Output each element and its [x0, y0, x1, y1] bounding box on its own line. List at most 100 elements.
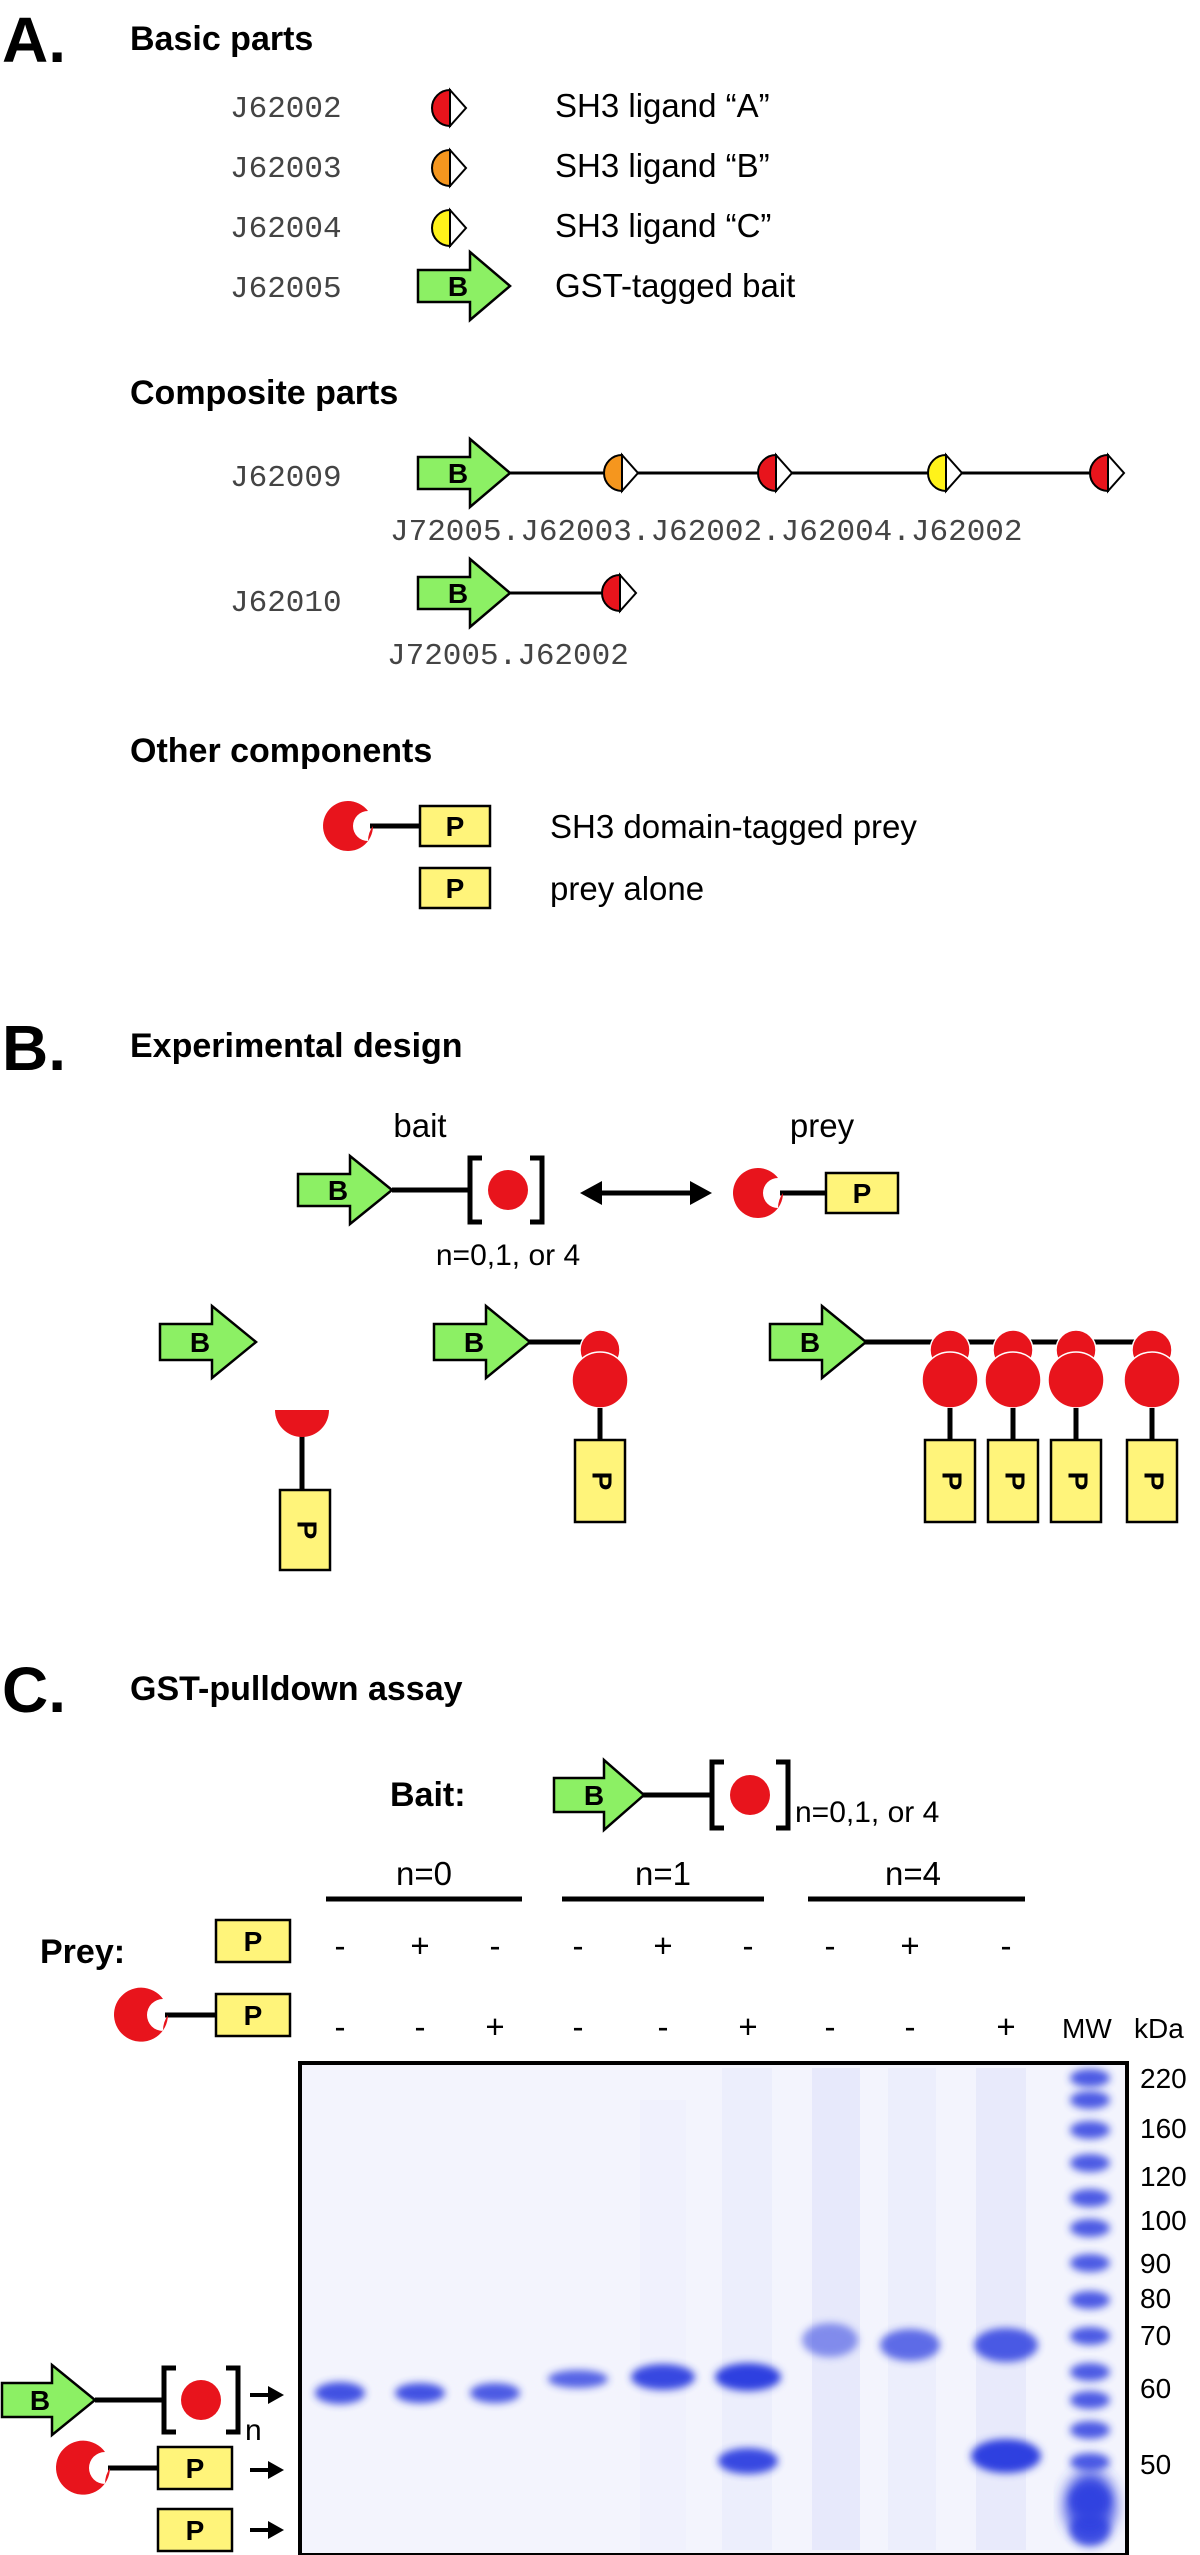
- ladder-band: [1070, 2121, 1110, 2139]
- mw-marker-label: 60: [1140, 2373, 1171, 2404]
- mw-marker-label: 220: [1140, 2063, 1187, 2094]
- panel-b-label: B.: [2, 1012, 66, 1084]
- gel-band: [548, 2370, 608, 2388]
- panel-a-label: A.: [2, 4, 66, 76]
- part-name-j62004: SH3 ligand “C”: [555, 207, 771, 244]
- prey-alone-icon: P: [418, 866, 492, 910]
- gel-band: [802, 2323, 858, 2357]
- part-id-j62009: J62009: [230, 461, 342, 496]
- lane-sign: -: [415, 2008, 426, 2045]
- group-n4-label: n=4: [885, 1855, 941, 1892]
- svg-text:P: P: [186, 2453, 205, 2484]
- double-arrow-icon: [580, 1181, 712, 1205]
- composite-parts-title: Composite parts: [130, 374, 398, 412]
- other-components-title: Other components: [130, 732, 432, 770]
- bait-heading: Bait:: [390, 1776, 466, 1814]
- svg-text:P: P: [244, 1926, 263, 1957]
- scenario-n1: B P: [432, 1303, 629, 1524]
- part-name-j62002: SH3 ligand “A”: [555, 87, 770, 124]
- svg-text:B: B: [464, 1327, 484, 1358]
- lane-sign: -: [1001, 1927, 1012, 1964]
- part-id-j62002: J62002: [230, 92, 342, 127]
- ladder-band: [1070, 2453, 1110, 2471]
- part-name-j62005: GST-tagged bait: [555, 267, 795, 304]
- mw-marker-label: 70: [1140, 2320, 1171, 2351]
- svg-text:B: B: [190, 1327, 210, 1358]
- lane-sign: -: [335, 2008, 346, 2045]
- ladder-band: [1070, 2091, 1110, 2109]
- ladder-band: [1070, 2219, 1110, 2237]
- prey-alone-row-icon: P: [214, 1918, 292, 1964]
- svg-text:n: n: [245, 2414, 262, 2447]
- lane-sign: -: [573, 2008, 584, 2045]
- ladder-band: [1064, 2471, 1116, 2539]
- gel-band: [880, 2329, 940, 2361]
- gst-bait-icon: B: [416, 249, 512, 323]
- j62009-sequence: J72005.J62003.J62002.J62004.J62002: [390, 515, 1023, 550]
- mw-marker-label: 100: [1140, 2205, 1187, 2236]
- ladder-band: [1070, 2069, 1110, 2087]
- svg-text:P: P: [446, 811, 465, 842]
- gel-band: [315, 2382, 365, 2404]
- svg-text:B: B: [448, 271, 468, 302]
- lane-sign: -: [825, 2008, 836, 2045]
- part-id-j62005: J62005: [230, 272, 342, 307]
- lane-sign: -: [905, 2008, 916, 2045]
- svg-text:P: P: [244, 2000, 263, 2031]
- bait-band-arrow: [250, 2386, 284, 2404]
- gel-band: [971, 2439, 1041, 2473]
- j62010-construct: B: [416, 556, 638, 630]
- mw-marker-label: 80: [1140, 2283, 1171, 2314]
- mw-marker-label: 160: [1140, 2113, 1187, 2144]
- ladder-band: [1070, 2363, 1110, 2381]
- svg-text:P: P: [587, 1472, 618, 1491]
- prey-heading: Prey:: [40, 1933, 125, 1971]
- ladder-band: [1070, 2254, 1110, 2272]
- bait-construct-icon: B: [552, 1757, 791, 1833]
- lane-sign: -: [658, 2008, 669, 2045]
- ladder-band: [1070, 2189, 1110, 2207]
- mw-marker-label: 120: [1140, 2161, 1187, 2192]
- other-prey-alone-label: prey alone: [550, 870, 704, 907]
- ladder-band: [1070, 2327, 1110, 2345]
- svg-text:P: P: [1063, 1472, 1094, 1491]
- ligand-a-icon: [431, 87, 468, 129]
- ladder-band: [1070, 2391, 1110, 2409]
- other-sh3-prey-label: SH3 domain-tagged prey: [550, 808, 917, 845]
- experimental-design-title: Experimental design: [130, 1027, 463, 1065]
- lane-sign: +: [653, 1927, 672, 1964]
- ladder-band: [1070, 2291, 1110, 2309]
- lane-sign: -: [573, 1927, 584, 1964]
- gel-band: [974, 2328, 1038, 2362]
- svg-text:P: P: [292, 1521, 323, 1540]
- bait-label: bait: [393, 1107, 446, 1144]
- mw-label: MW: [1062, 2013, 1112, 2044]
- gel-band: [715, 2363, 781, 2391]
- part-id-j62004: J62004: [230, 212, 342, 247]
- bait-n-label: n=0,1, or 4: [436, 1239, 580, 1272]
- group-n1-label: n=1: [635, 1855, 691, 1892]
- sh3-prey-icon: P: [322, 800, 492, 851]
- mw-marker-label: 90: [1140, 2248, 1171, 2279]
- lane-sign: +: [738, 2008, 757, 2045]
- svg-text:B: B: [448, 458, 468, 489]
- svg-text:B: B: [800, 1327, 820, 1358]
- j62010-sequence: J72005.J62002: [387, 639, 629, 674]
- svg-text:B: B: [30, 2385, 50, 2416]
- mw-ladder: [1064, 2069, 1116, 2546]
- ligand-b-icon: [431, 147, 468, 189]
- lane-sign: -: [825, 1927, 836, 1964]
- panel-c-label: C.: [2, 1654, 66, 1726]
- group-n0-label: n=0: [396, 1855, 452, 1892]
- prey-alone-row: -+--+--+-: [335, 1927, 1012, 1964]
- svg-text:B: B: [584, 1780, 604, 1811]
- gel-band: [631, 2364, 695, 2390]
- mw-marker-label: 50: [1140, 2449, 1171, 2480]
- pulldown-title: GST-pulldown assay: [130, 1670, 463, 1708]
- svg-text:P: P: [853, 1178, 872, 1209]
- bait-n-range: n=0,1, or 4: [795, 1796, 939, 1829]
- part-name-j62003: SH3 ligand “B”: [555, 147, 770, 184]
- lane-sign: +: [410, 1927, 429, 1964]
- gel-band: [395, 2383, 445, 2403]
- prey-label: prey: [790, 1107, 855, 1144]
